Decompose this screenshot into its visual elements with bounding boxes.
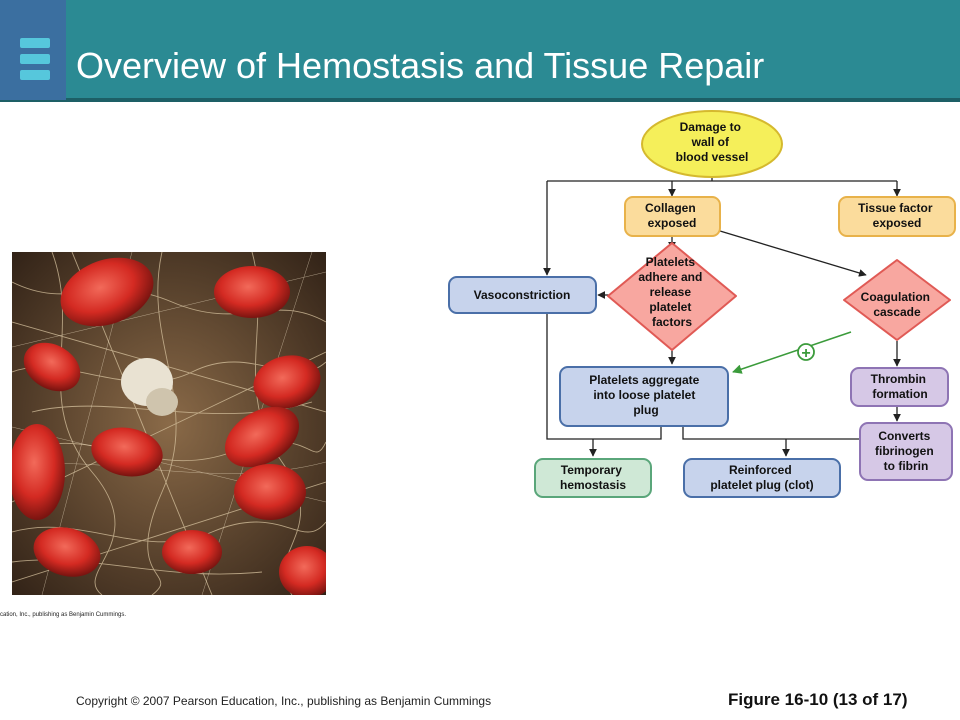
positive-feedback-icon [797, 343, 815, 361]
node-temporary-hemostasis [534, 458, 652, 498]
node-converts-fibrinogen [859, 422, 953, 481]
node-platelets-aggregate-label: Platelets aggregate into loose platelet … [589, 373, 702, 417]
node-collagen-label: Collagen exposed [645, 201, 699, 230]
node-tissue-factor-label: Tissue factor exposed [858, 201, 936, 230]
node-converts-fibrinogen-label: Converts fibrinogen to fibrin [875, 429, 937, 473]
slide-logo [0, 0, 66, 100]
photo-credit: cation, Inc., publishing as Benjamin Cum… [0, 612, 127, 618]
logo-stripe [20, 70, 50, 80]
title-bar-underline [0, 98, 960, 102]
node-damage [641, 110, 783, 178]
node-vasoconstriction-label: Vasoconstriction [474, 288, 571, 302]
node-coagulation [843, 259, 951, 341]
node-damage-label: Damage to wall of blood vessel [676, 120, 749, 164]
node-collagen [624, 196, 721, 237]
node-vasoconstriction [448, 276, 597, 314]
figure-label: Figure 16-10 (13 of 17) [728, 690, 908, 709]
node-platelets-aggregate [559, 366, 729, 427]
node-tissue-factor [838, 196, 956, 237]
node-coagulation-label: Coagulation cascade [861, 290, 934, 319]
node-platelets-adhere-label: Platelets adhere and release platelet fa… [638, 255, 705, 329]
title-bar [0, 0, 960, 100]
node-reinforced-plug [683, 458, 841, 498]
logo-stripe [20, 54, 50, 64]
node-temporary-hemostasis-label: Temporary hemostasis [560, 463, 626, 492]
node-thrombin [850, 367, 949, 407]
node-reinforced-plug-label: Reinforced platelet plug (clot) [710, 463, 813, 492]
slide-title: Overview of Hemostasis and Tissue Repair [76, 45, 765, 86]
logo-stripe [20, 38, 50, 48]
positive-feedback-symbol: + [801, 345, 810, 362]
copyright-notice: Copyright © 2007 Pearson Education, Inc.… [76, 694, 492, 708]
node-platelets-adhere [607, 242, 737, 351]
blood-clot-micrograph [12, 252, 326, 595]
node-thrombin-label: Thrombin formation [871, 372, 930, 401]
